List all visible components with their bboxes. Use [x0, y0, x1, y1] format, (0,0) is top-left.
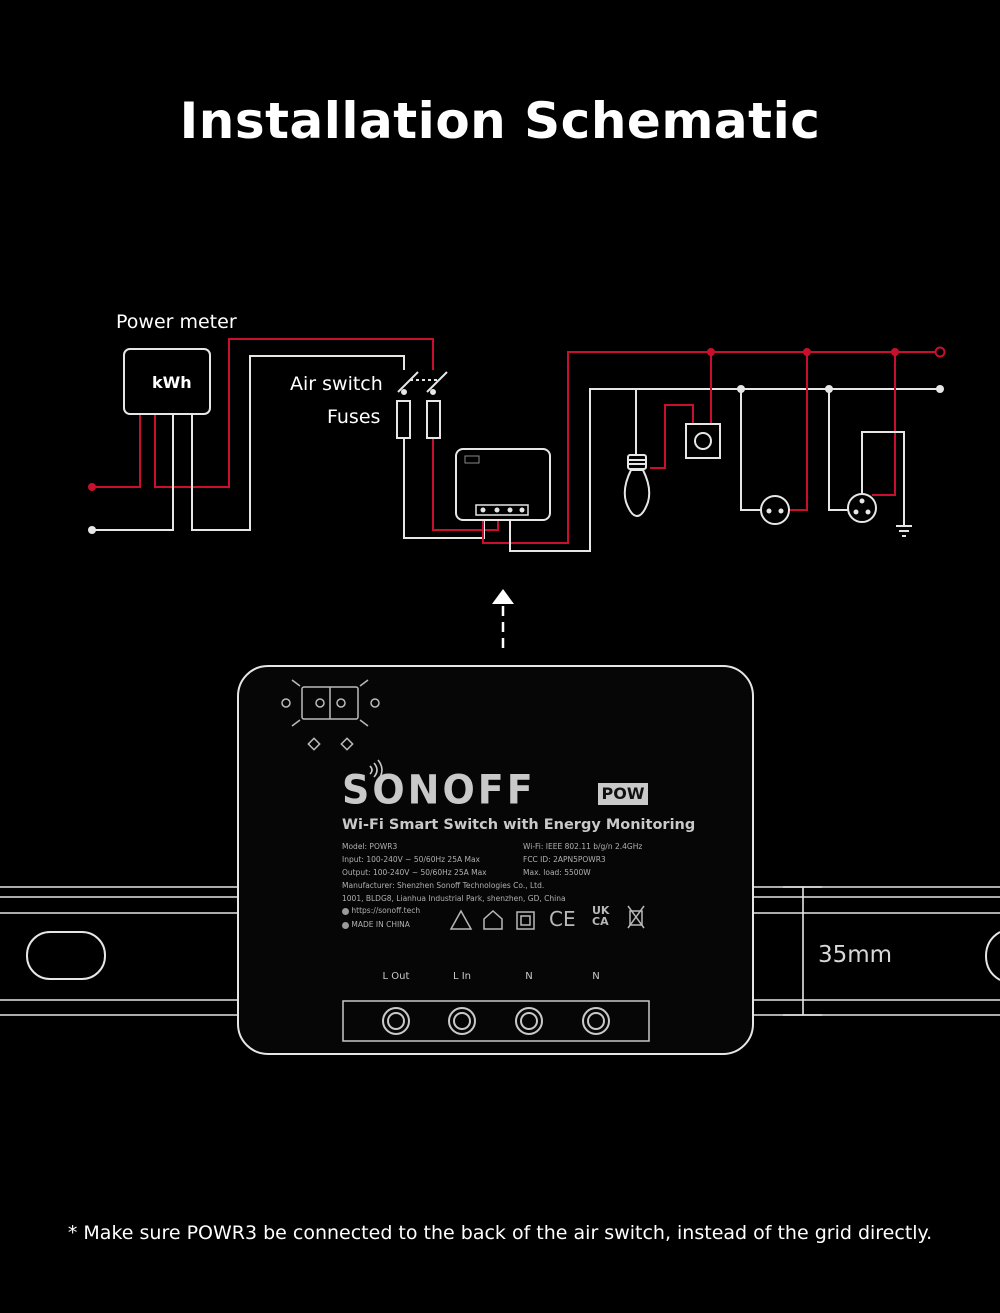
page-title: Installation Schematic	[179, 92, 821, 150]
spec-line: Input: 100-240V ~ 50/60Hz 25A Max	[342, 855, 480, 864]
specs-right: Wi-Fi: IEEE 802.11 b/g/n 2.4GHz FCC ID: …	[523, 840, 642, 879]
website-row: https://sonoff.tech	[342, 906, 420, 915]
spec-line: Model: POWR3	[342, 842, 398, 851]
brand-logo: SONOFF	[342, 766, 536, 814]
origin-row: MADE IN CHINA	[342, 920, 410, 929]
kwh-label: kWh	[152, 373, 192, 392]
neutral-wire-in	[92, 415, 174, 531]
weee-icon	[627, 905, 645, 929]
spec-line: Manufacturer: Shenzhen Sonoff Technologi…	[342, 881, 545, 890]
pow-badge-bg	[598, 783, 648, 805]
ukca-mark: UK CA	[592, 904, 610, 928]
button-cluster	[281, 679, 380, 751]
device-headline: Wi-Fi Smart Switch with Energy Monitorin…	[342, 817, 696, 833]
socket2-live	[872, 352, 896, 496]
terminal-label: L In	[452, 971, 472, 982]
fuse-right	[426, 400, 441, 439]
device-body	[237, 665, 754, 1055]
website-text: https://sonoff.tech	[351, 906, 421, 915]
warning-icon	[449, 909, 473, 930]
socket2-neutral	[828, 389, 848, 511]
terminal-label: N	[525, 971, 533, 982]
live-wire-device-out	[482, 351, 940, 544]
footer-note: * Make sure POWR3 be connected to the ba…	[67, 1222, 933, 1244]
neutral-wire-device-out	[509, 388, 940, 552]
power-led-icon	[340, 737, 354, 751]
terminal-label: L Out	[382, 971, 410, 982]
origin-text: MADE IN CHINA	[351, 920, 410, 929]
power-meter-label: Power meter	[116, 311, 237, 333]
spec-line: Output: 100-240V ~ 50/60Hz 25A Max	[342, 868, 487, 877]
neutral-wire-meter-out	[191, 355, 405, 531]
terminal-block	[342, 1000, 650, 1042]
spec-line: FCC ID: 2APN5POWR3	[523, 855, 606, 864]
fuses-label: Fuses	[327, 406, 381, 428]
wall-switch-icon	[685, 423, 721, 459]
rail-slot-right	[984, 931, 1000, 981]
specs-left: Model: POWR3 Input: 100-240V ~ 50/60Hz 2…	[342, 840, 566, 905]
live-wire-fuse-to-device	[432, 438, 499, 531]
indoor-icon	[483, 909, 503, 930]
air-switch-symbol	[397, 371, 448, 395]
wifi-led-icon	[307, 737, 321, 751]
arrow-up-icon	[492, 589, 514, 652]
ground-icon	[896, 525, 912, 537]
dimension-marker	[783, 886, 822, 1016]
socket1-neutral	[740, 389, 762, 511]
socket1-live	[787, 352, 808, 511]
fuse-left	[396, 400, 411, 439]
wiring-diagram	[88, 338, 946, 652]
socket-two-pin-icon	[760, 495, 790, 525]
globe-icon	[342, 907, 349, 915]
terminal-label: N	[592, 971, 600, 982]
power-icon	[281, 698, 291, 708]
schematic-device	[455, 448, 551, 521]
socket-three-pin-icon	[847, 493, 877, 523]
spec-line: 1001, BLDG8, Lianhua Industrial Park, sh…	[342, 894, 566, 903]
lamp-switch-loop	[650, 404, 694, 469]
spec-line: Wi-Fi: IEEE 802.11 b/g/n 2.4GHz	[523, 842, 643, 851]
light-bulb-icon	[623, 454, 651, 518]
rail-slot-left	[26, 931, 106, 980]
rail-width-label: 35mm	[818, 942, 893, 968]
power-meter-box	[123, 348, 211, 415]
live-wire-in	[92, 415, 141, 488]
wifi-icon	[369, 759, 383, 781]
ce-mark: CE	[549, 907, 576, 931]
spec-line: Max. load: 5500W	[523, 868, 591, 877]
double-insulation-icon	[516, 911, 535, 930]
compliance-icons	[449, 905, 645, 930]
air-switch-label: Air switch	[290, 373, 383, 395]
dot-icon	[342, 921, 349, 929]
pow-badge: POW	[601, 784, 645, 803]
reset-icon	[370, 698, 380, 708]
ground-wire	[861, 431, 905, 525]
live-wire-meter-out	[154, 338, 434, 488]
din-rail	[0, 886, 1000, 1016]
